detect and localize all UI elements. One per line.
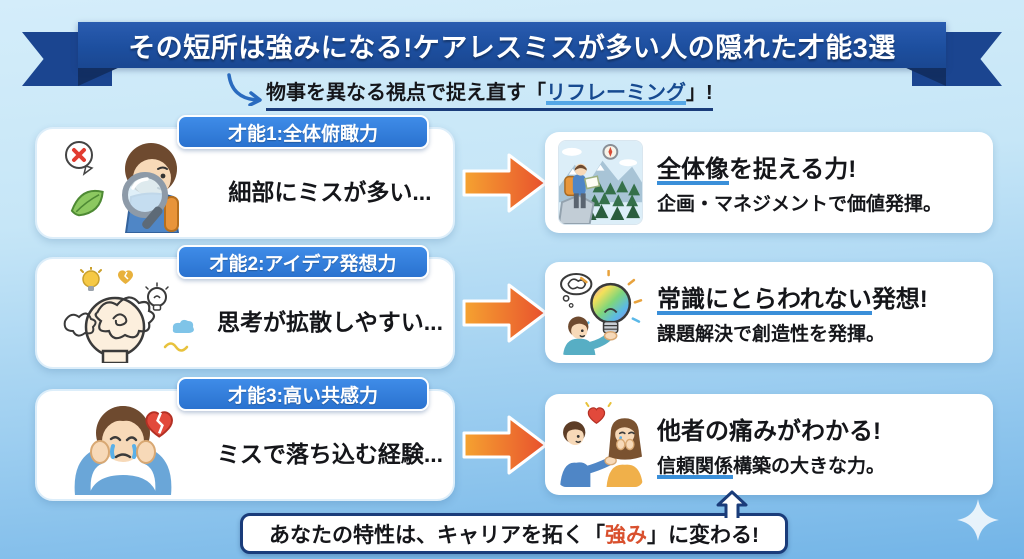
talent-tab-1: 才能1:全体俯瞰力 bbox=[177, 115, 429, 149]
person-holding-rainbow-bulb-icon bbox=[560, 270, 643, 355]
right-arrow-icon bbox=[462, 283, 548, 343]
strength-2-line2: 課題解決で創造性を発揮。 bbox=[657, 324, 886, 345]
strength-card-2: 常識にとらわれない発想! 課題解決で創造性を発揮。 bbox=[545, 262, 993, 363]
hiker-viewing-landscape-icon bbox=[558, 140, 643, 225]
weakness-text-1: 細部にミスが多い... bbox=[228, 179, 432, 205]
title-banner: その短所は強みになる!ケアレスミスが多い人の隠れた才能3選 bbox=[78, 22, 946, 68]
strength-1-line2: 企画・マネジメントで価値発揮。 bbox=[657, 194, 943, 215]
strength-3-line2-underlined: 信頼関係 bbox=[657, 456, 734, 477]
strength-1-underlined: 全体像 bbox=[657, 156, 729, 183]
strength-text-2: 常識にとらわれない発想! 課題解決で創造性を発揮。 bbox=[657, 262, 928, 363]
subtitle-prefix: 物事を異なる視点で捉え直す「 bbox=[266, 82, 546, 104]
weakness-text-2: 思考が拡散しやすい... bbox=[217, 309, 443, 335]
footer-highlight-strength: 強み bbox=[605, 523, 647, 547]
talent-tab-2-label: 才能2:アイデア発想力 bbox=[209, 253, 397, 275]
strength-card-1: 全体像を捉える力! 企画・マネジメントで価値発揮。 bbox=[545, 132, 993, 233]
subtitle-suffix: 」! bbox=[686, 82, 713, 104]
boy-with-magnifying-glass-icon bbox=[65, 141, 180, 233]
talent-tab-3-label: 才能3:高い共感力 bbox=[228, 385, 378, 407]
footer-suffix: 」に変わる! bbox=[647, 523, 759, 547]
strength-text-1: 全体像を捉える力! 企画・マネジメントで価値発揮。 bbox=[657, 132, 942, 233]
page-title: その短所は強みになる!ケアレスミスが多い人の隠れた才能3選 bbox=[128, 32, 896, 63]
footer-prefix: あなたの特性は、キャリアを拓く「 bbox=[269, 523, 605, 547]
up-arrow-pointer-icon bbox=[716, 490, 748, 518]
talent-row-3: 才能3:高い共感力 ミスで落ち込む経験... bbox=[0, 377, 1024, 501]
strength-3-line2: 構築の大きな力。 bbox=[733, 456, 886, 477]
subtitle: 物事を異なる視点で捉え直す「リフレーミング」! bbox=[266, 76, 713, 111]
head-with-tangled-thoughts-icon bbox=[63, 267, 194, 363]
subtitle-highlight-reframing: リフレーミング bbox=[546, 82, 686, 104]
talent-tab-2: 才能2:アイデア発想力 bbox=[177, 245, 429, 279]
right-arrow-icon bbox=[462, 153, 548, 213]
strength-text-3: 他者の痛みがわかる! 信頼関係構築の大きな力。 bbox=[657, 394, 885, 495]
curved-arrow-icon bbox=[227, 73, 262, 106]
talent-tab-1-label: 才能1:全体俯瞰力 bbox=[228, 123, 378, 145]
talent-tab-3: 才能3:高い共感力 bbox=[177, 377, 429, 411]
sad-person-broken-heart-icon bbox=[74, 406, 173, 495]
talent-row-2: 才能2:アイデア発想力 bbox=[0, 245, 1024, 369]
strength-2-line1-rest: 発想! bbox=[871, 286, 928, 313]
weakness-card-1: 才能1:全体俯瞰力 bbox=[35, 115, 455, 239]
footer-banner: あなたの特性は、キャリアを拓く「強み」に変わる! bbox=[240, 513, 788, 554]
strength-1-line1-rest: を捉える力! bbox=[729, 156, 857, 183]
strength-card-3: 他者の痛みがわかる! 信頼関係構築の大きな力。 bbox=[545, 394, 993, 495]
strength-2-underlined: 常識にとらわれない bbox=[657, 286, 872, 313]
weakness-card-3: 才能3:高い共感力 ミスで落ち込む経験... bbox=[35, 377, 455, 501]
sparkle-icon bbox=[957, 499, 999, 541]
weakness-text-3: ミスで落ち込む経験... bbox=[216, 441, 444, 467]
person-comforting-crying-friend-icon bbox=[560, 402, 643, 487]
weakness-card-2: 才能2:アイデア発想力 bbox=[35, 245, 455, 369]
right-arrow-icon bbox=[462, 415, 548, 475]
talent-row-1: 才能1:全体俯瞰力 bbox=[0, 115, 1024, 239]
strength-3-line1-rest: 他者の痛みがわかる! bbox=[657, 418, 881, 445]
